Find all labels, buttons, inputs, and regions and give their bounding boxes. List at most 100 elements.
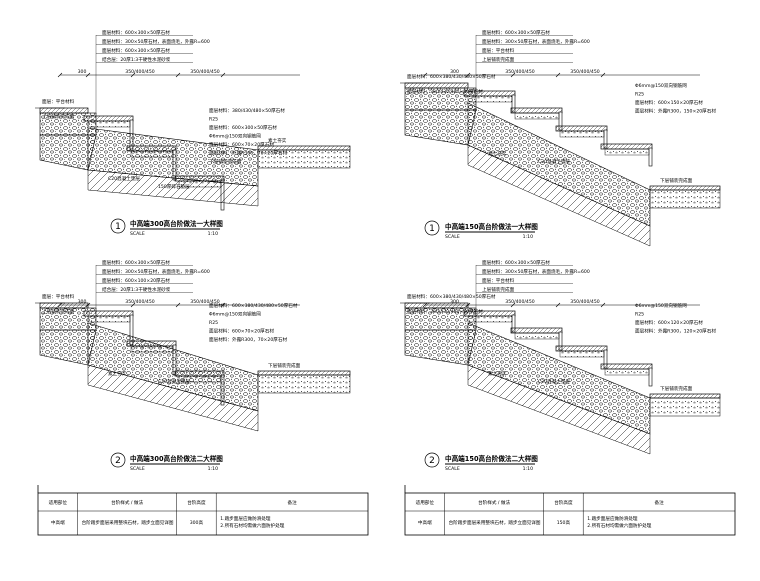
detail-title: 中高端300高台阶做法二大样图 [130, 454, 223, 463]
upper-sub-base [39, 134, 97, 171]
platform-label: 面层材料：600×380/430/480×50厚石材 [407, 293, 496, 300]
mortar-bed [604, 368, 650, 376]
tread-slab [510, 107, 563, 114]
notes-table-left: 适用部位台阶样式 / 做法台阶高度备注中高端台阶踏步面层采用整块石材，踏步立面见… [37, 485, 369, 536]
mortar-bed [559, 130, 605, 138]
dimension-tick [57, 302, 63, 308]
mortar-bed [87, 120, 131, 128]
dimension-text: 300 [450, 69, 459, 75]
material-label: 素土夯实 [268, 137, 287, 144]
material-label: 面层材料：600×70×20厚石材 [209, 141, 274, 148]
platform-label: 面层：平台材料 [42, 98, 75, 105]
material-label: 150厚碎石垫层 [158, 183, 190, 190]
material-label: 面层材料：600×70×20厚石材 [209, 328, 274, 335]
material-label: 素土夯实 [488, 150, 507, 157]
scale-value: 1:10 [523, 466, 533, 472]
material-label: 面层材料：300×50厚石材，表面烧毛，外露R=600 [482, 268, 590, 275]
detail-number: 2 [429, 456, 435, 466]
material-label: 结合层：20厚1:3干硬性水泥砂浆 [102, 286, 171, 293]
scale-label: SCALE [130, 466, 145, 472]
material-label: 面层材料：600×100×20厚石材 [102, 277, 170, 284]
material-label: 结合层：20厚1:3干硬性水泥砂浆 [102, 56, 171, 63]
dimension-text: 350/400/450 [190, 299, 219, 305]
riser-stone [648, 147, 653, 167]
compacted-soil [467, 364, 651, 455]
material-label: Φ6mm@150双向钢筋网 [635, 82, 687, 89]
upper-sub-base [39, 329, 97, 366]
material-label: R25 [635, 312, 644, 318]
dimension-text: 300 [78, 299, 87, 305]
platform-label: 面层：平台材料 [42, 293, 75, 300]
material-label: Φ6mm@150双向钢筋网 [209, 133, 261, 140]
dimension-tick [130, 72, 136, 78]
mortar-bed [604, 148, 650, 156]
table-header-cell: 台阶高度 [187, 499, 206, 506]
material-label: 面层材料：600×300×50厚石材 [209, 124, 277, 131]
dimension-tick [57, 72, 63, 78]
table-header-cell: 台阶样式 / 做法 [478, 499, 510, 506]
table-header-cell: 台阶高度 [554, 499, 573, 506]
table-cell: 中高端 [418, 519, 432, 526]
detail-number: 1 [429, 224, 435, 234]
tread-slab [83, 115, 134, 122]
material-label: 面层材料：380/430/480×50厚石材 [209, 107, 285, 114]
material-label: 面层材料：300×50厚石材，表面烧毛，外露R=600 [482, 38, 590, 45]
material-label: 下层铺装完成面 [660, 177, 693, 184]
table-header-cell: 台阶样式 / 做法 [111, 499, 143, 506]
material-label: C20混凝土垫层 [158, 378, 190, 385]
upper-finish-label: 面层材料：380/430/480×50厚石材 [407, 88, 483, 95]
scale-value: 1:10 [523, 234, 533, 240]
scale-value: 1:10 [208, 231, 218, 237]
detail-number: 2 [115, 456, 121, 466]
material-label: 面层材料：300×50厚石材，表面烧毛，外露R=600 [102, 38, 210, 45]
detail-number-circle [424, 220, 440, 236]
dimension-tick [175, 302, 181, 308]
detail-title: 中高端300高台阶做法一大样图 [130, 219, 223, 228]
material-label: 面层材料：600×300×50厚石材 [102, 259, 170, 266]
dimension-tick [600, 72, 606, 78]
material-label: R25 [209, 320, 218, 326]
mortar-bed [514, 112, 560, 120]
table-header-cell: 备注 [287, 499, 297, 506]
upper-sub-base [404, 109, 477, 146]
dimension-tick [465, 72, 471, 78]
mortar-bed [467, 315, 513, 323]
dimension-text: 350/400/450 [190, 69, 219, 75]
material-label: Φ6mm@150双向钢筋网 [635, 302, 687, 309]
dimension-text: 350/400/450 [505, 299, 534, 305]
upper-paving [404, 82, 469, 89]
table-cell: 中高端 [51, 519, 65, 526]
detail-number-circle [424, 452, 440, 468]
material-label: 面层材料：600×380/430/480×50厚石材 [209, 302, 298, 309]
material-label: 面层：平台材料 [482, 47, 515, 54]
material-label: C20混凝土垫层 [538, 378, 570, 385]
dimension-text: 350/400/450 [125, 299, 154, 305]
detail-number-circle [110, 452, 126, 468]
material-label: R25 [209, 117, 218, 123]
lower-paving [257, 370, 351, 376]
material-label: R25 [635, 92, 644, 98]
dimension-text: 350/400/450 [505, 69, 534, 75]
material-label: 下层铺装完成面 [268, 362, 301, 369]
mortar-bed [559, 350, 605, 358]
material-label: 面层材料：外露R300，70×20厚石材 [209, 150, 287, 157]
upper-paving [39, 107, 89, 114]
table-frame [37, 492, 369, 536]
material-label: C20混凝土垫层 [538, 158, 570, 165]
dimension-tick [600, 302, 606, 308]
upper-finish-label: 上层铺装完成面 [42, 113, 75, 120]
material-label: 面层材料：600×300×50厚石材 [102, 29, 170, 36]
step-detail-300-type-2: 300 350/400/450 350/400/450 面层材料：600×300×50… [35, 259, 351, 472]
dimension-tick [555, 302, 561, 308]
dimension-tick [465, 302, 471, 308]
dimension-tick [220, 302, 226, 308]
tread-slab [555, 345, 608, 352]
dimension-text: 350/400/450 [570, 299, 599, 305]
dimension-text: 300 [450, 299, 459, 305]
dimension-tick [510, 72, 516, 78]
material-label: 面层材料：600×120×20厚石材 [635, 319, 703, 326]
dimension-tick [555, 72, 561, 78]
